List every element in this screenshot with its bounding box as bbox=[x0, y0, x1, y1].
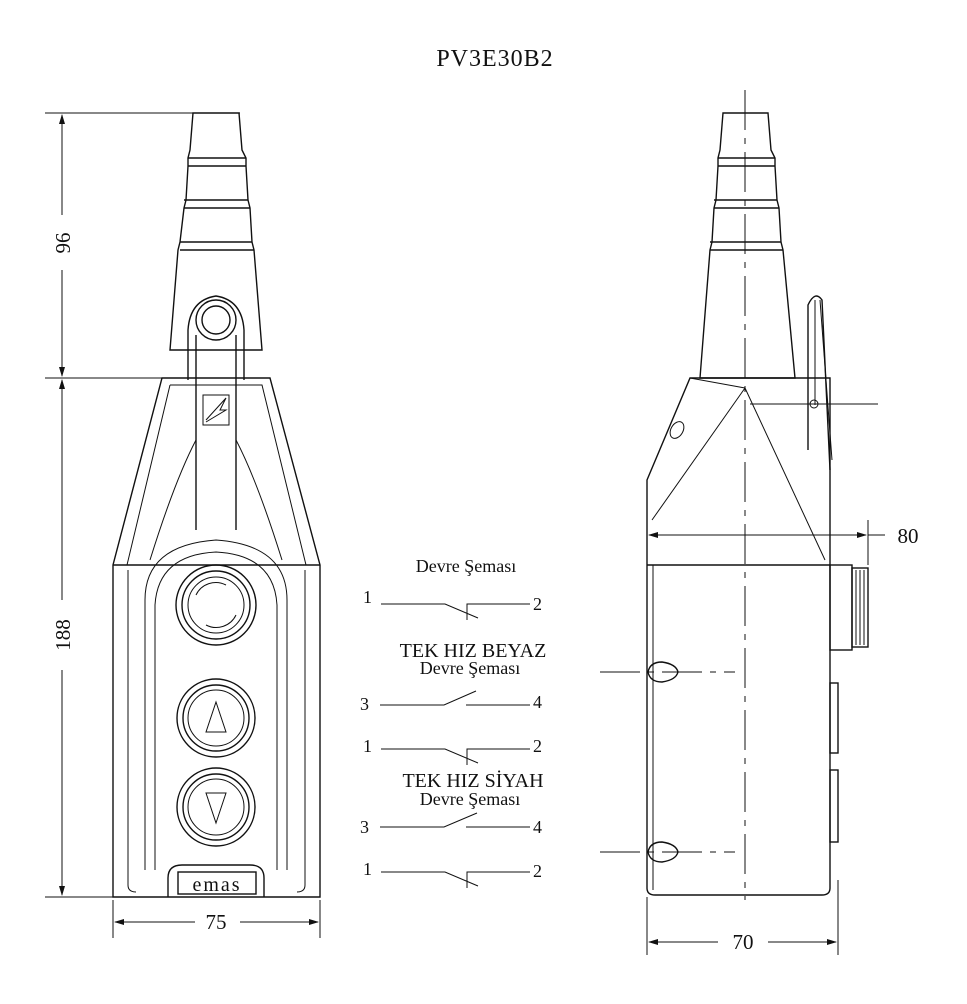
front-dimensions: 96 188 75 bbox=[45, 112, 321, 938]
nc-contact-white: 1 2 bbox=[363, 736, 542, 765]
emergency-stop-button bbox=[175, 564, 257, 646]
rotate-arrows-icon bbox=[195, 582, 237, 628]
side-hanging-ring bbox=[750, 295, 878, 471]
svg-text:2: 2 bbox=[533, 861, 542, 881]
side-housing bbox=[646, 377, 831, 896]
white-subtitle: Devre Şeması bbox=[420, 658, 520, 678]
no-contact-black: 3 4 bbox=[360, 812, 542, 837]
down-arrow-icon bbox=[205, 792, 227, 825]
dim-80: 80 bbox=[898, 524, 919, 548]
cable-gland bbox=[169, 112, 263, 351]
circuit-schematics: Devre Şeması 1 2 TEK HIZ BEYAZ Devre Şem… bbox=[360, 556, 546, 888]
side-cable-gland bbox=[699, 112, 796, 379]
svg-text:1: 1 bbox=[363, 587, 372, 607]
svg-text:3: 3 bbox=[360, 817, 369, 837]
svg-text:1: 1 bbox=[363, 736, 372, 756]
svg-text:4: 4 bbox=[533, 817, 542, 837]
svg-text:3: 3 bbox=[360, 694, 369, 714]
nc-contact-black: 1 2 bbox=[363, 859, 542, 888]
svg-text:4: 4 bbox=[533, 692, 542, 712]
side-down-button bbox=[829, 769, 839, 843]
black-subtitle: Devre Şeması bbox=[420, 789, 520, 809]
svg-text:2: 2 bbox=[533, 736, 542, 756]
svg-text:1: 1 bbox=[363, 859, 372, 879]
down-button bbox=[176, 767, 256, 847]
front-view: emas 96 188 75 bbox=[45, 112, 321, 938]
emas-logo: emas bbox=[167, 864, 265, 897]
hanging-ring bbox=[187, 295, 245, 380]
up-arrow-icon bbox=[205, 700, 227, 733]
up-button bbox=[176, 678, 256, 758]
white-title: TEK HIZ BEYAZ bbox=[400, 640, 547, 662]
side-led-markers bbox=[600, 661, 735, 863]
housing bbox=[112, 377, 321, 898]
side-up-button bbox=[829, 682, 839, 754]
svg-text:emas: emas bbox=[192, 874, 241, 896]
black-title: TEK HIZ SİYAH bbox=[402, 769, 543, 792]
nc-contact-1: 1 2 bbox=[363, 587, 542, 620]
dim-70: 70 bbox=[733, 930, 754, 954]
dim-188: 188 bbox=[51, 619, 75, 651]
dim-96: 96 bbox=[51, 233, 75, 254]
schematic-title: Devre Şeması bbox=[416, 556, 516, 576]
side-emergency-stop bbox=[829, 564, 869, 651]
side-view: 80 70 bbox=[600, 90, 919, 955]
svg-text:2: 2 bbox=[533, 594, 542, 614]
brand-emblem bbox=[202, 394, 230, 426]
dim-75: 75 bbox=[206, 910, 227, 934]
no-contact-white: 3 4 bbox=[360, 690, 542, 714]
drawing-title: PV3E30B2 bbox=[436, 46, 553, 72]
side-dimensions: 80 70 bbox=[646, 520, 919, 955]
